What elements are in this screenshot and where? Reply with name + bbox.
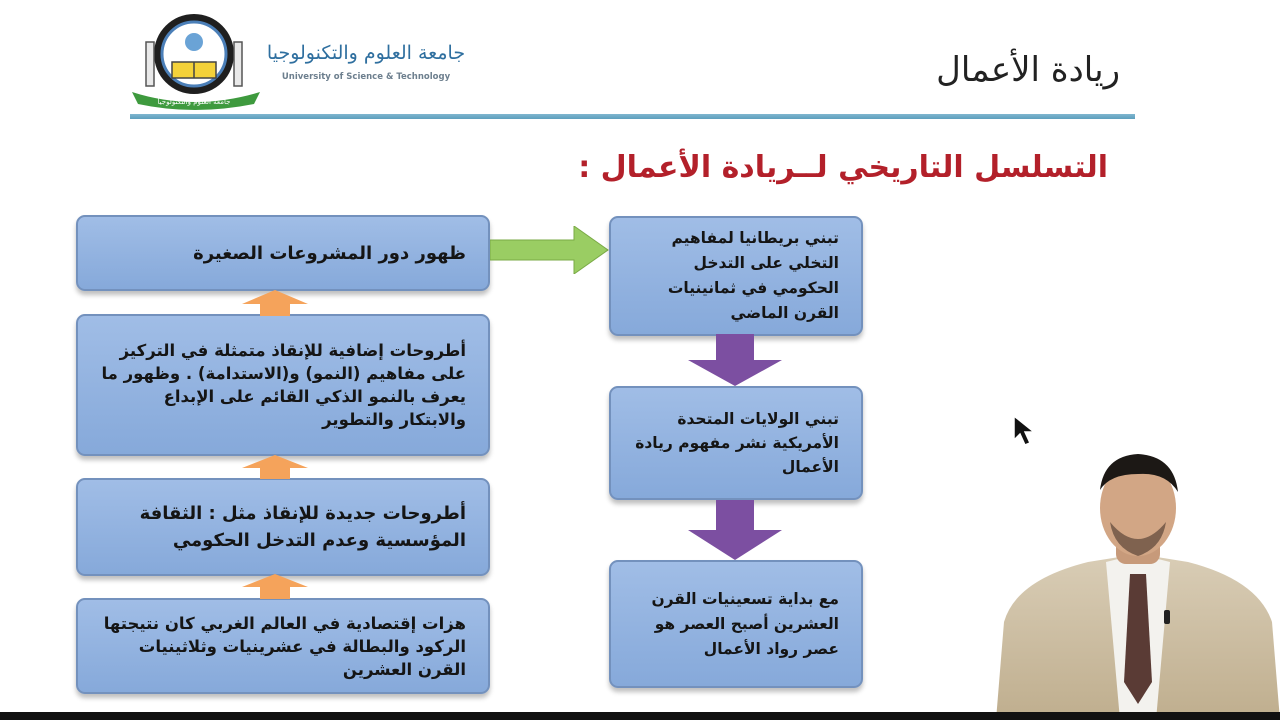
video-bottom-bar — [0, 712, 1280, 720]
left-box-4-text: هزات إقتصادية في العالم الغربي كان نتيجت… — [103, 613, 466, 679]
right-box-1: تبني بريطانيا لمفاهيم التخلي على التدخل … — [609, 216, 863, 336]
up-arrow-icon — [242, 290, 308, 316]
left-box-3-text: أطروحات جديدة للإنقاذ مثل : الثقافة المؤ… — [139, 503, 466, 551]
up-arrow-icon — [242, 455, 308, 479]
header-divider — [130, 114, 1135, 119]
right-box-2-text: تبني الولايات المتحدة الأمريكية نشر مفهو… — [635, 410, 839, 476]
right-box-3-text: مع بداية تسعينيات القرن العشرين أصبح الع… — [651, 589, 839, 658]
left-box-1: ظهور دور المشروعات الصغيرة — [76, 215, 490, 291]
down-arrow-icon — [688, 500, 782, 560]
university-logo-icon: جامعة العلوم والتكنولوجيا — [132, 14, 260, 110]
left-box-1-text: ظهور دور المشروعات الصغيرة — [193, 242, 466, 264]
section-heading: التسلسل التاريخي لــريادة الأعمال : — [578, 150, 1108, 185]
presenter-video-icon — [996, 454, 1280, 720]
right-box-1-text: تبني بريطانيا لمفاهيم التخلي على التدخل … — [667, 229, 839, 322]
down-arrow-icon — [688, 334, 782, 386]
up-arrow-icon — [242, 574, 308, 599]
right-arrow-icon — [490, 226, 609, 274]
mouse-pointer-icon — [1013, 414, 1037, 446]
left-box-3: أطروحات جديدة للإنقاذ مثل : الثقافة المؤ… — [76, 478, 490, 576]
right-box-2: تبني الولايات المتحدة الأمريكية نشر مفهو… — [609, 386, 863, 500]
svg-text:جامعة العلوم والتكنولوجيا: جامعة العلوم والتكنولوجيا — [158, 98, 231, 106]
slide-title: ريادة الأعمال — [936, 50, 1120, 90]
left-box-2-text: أطروحات إضافية للإنقاذ متمثلة في التركيز… — [101, 341, 466, 429]
university-name-english: University of Science & Technology — [281, 72, 451, 82]
left-box-2: أطروحات إضافية للإنقاذ متمثلة في التركيز… — [76, 314, 490, 456]
university-name-arabic: جامعة العلوم والتكنولوجيا — [266, 42, 466, 64]
right-box-3: مع بداية تسعينيات القرن العشرين أصبح الع… — [609, 560, 863, 688]
left-box-4: هزات إقتصادية في العالم الغربي كان نتيجت… — [76, 598, 490, 694]
